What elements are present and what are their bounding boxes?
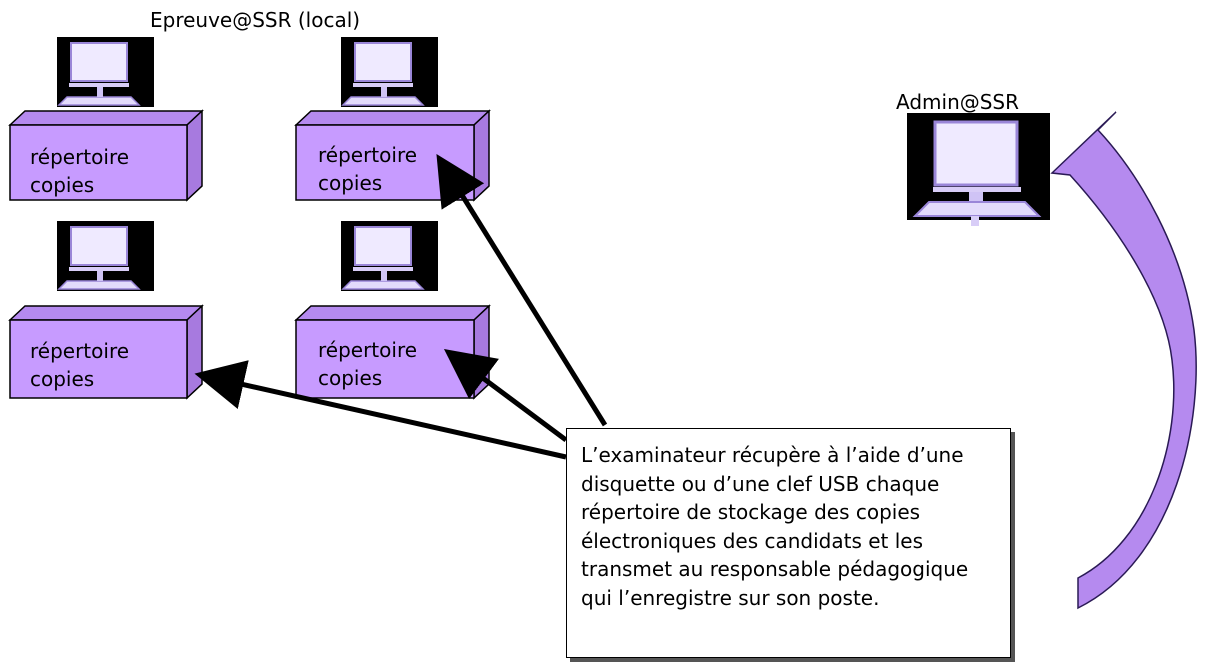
arrow-to-box-3 — [194, 360, 567, 460]
monitor-icon — [340, 220, 439, 292]
box-2-label: répertoire copies — [318, 143, 418, 195]
monitor-icon — [340, 36, 439, 108]
directory-box-3 — [8, 304, 204, 400]
monitor-icon — [56, 36, 155, 108]
directory-box-1 — [8, 109, 204, 202]
arrow-to-box-2 — [436, 154, 608, 427]
explanation-note: L’examinateur récupère à l’aide d’une di… — [566, 428, 1011, 658]
box-3-label: répertoire copies — [30, 339, 130, 391]
monitor-icon — [56, 220, 155, 292]
admin-computer — [907, 113, 1050, 226]
box-4-label: répertoire copies — [318, 338, 418, 390]
network-label: Epreuve@SSR (local) — [150, 8, 361, 32]
computer-3 — [8, 220, 204, 400]
curved-arrow-to-admin — [1050, 111, 1197, 610]
computer-1 — [8, 36, 204, 202]
admin-label: Admin@SSR — [896, 90, 1020, 114]
arrow-to-box-4 — [443, 349, 568, 443]
box-1-label: répertoire copies — [30, 145, 130, 197]
